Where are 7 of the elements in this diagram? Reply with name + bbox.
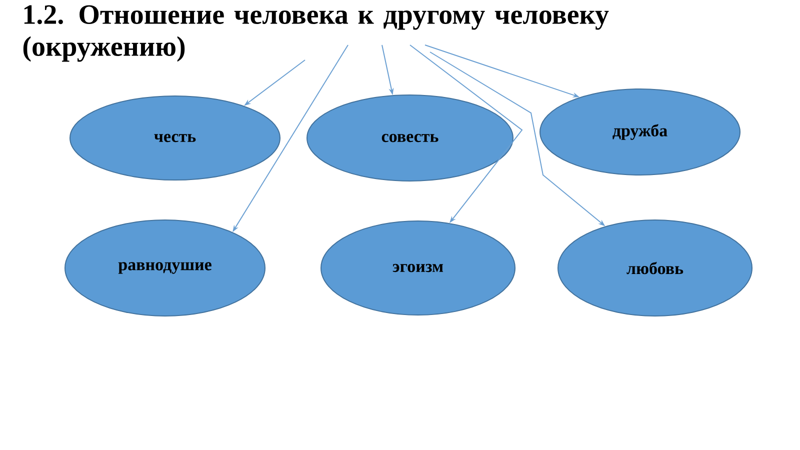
ellipse-node: любовь (558, 220, 752, 316)
ellipse-node: равнодушие (64, 220, 266, 316)
ellipse-node: эгоизм (320, 220, 516, 316)
ellipse-node: дружба (540, 88, 740, 176)
title: 1.2. Отношение человека к другому человеку (окружению) (23, 5, 609, 62)
ellipse-node: честь (70, 96, 280, 180)
ellipse-node: совесть (306, 94, 514, 182)
